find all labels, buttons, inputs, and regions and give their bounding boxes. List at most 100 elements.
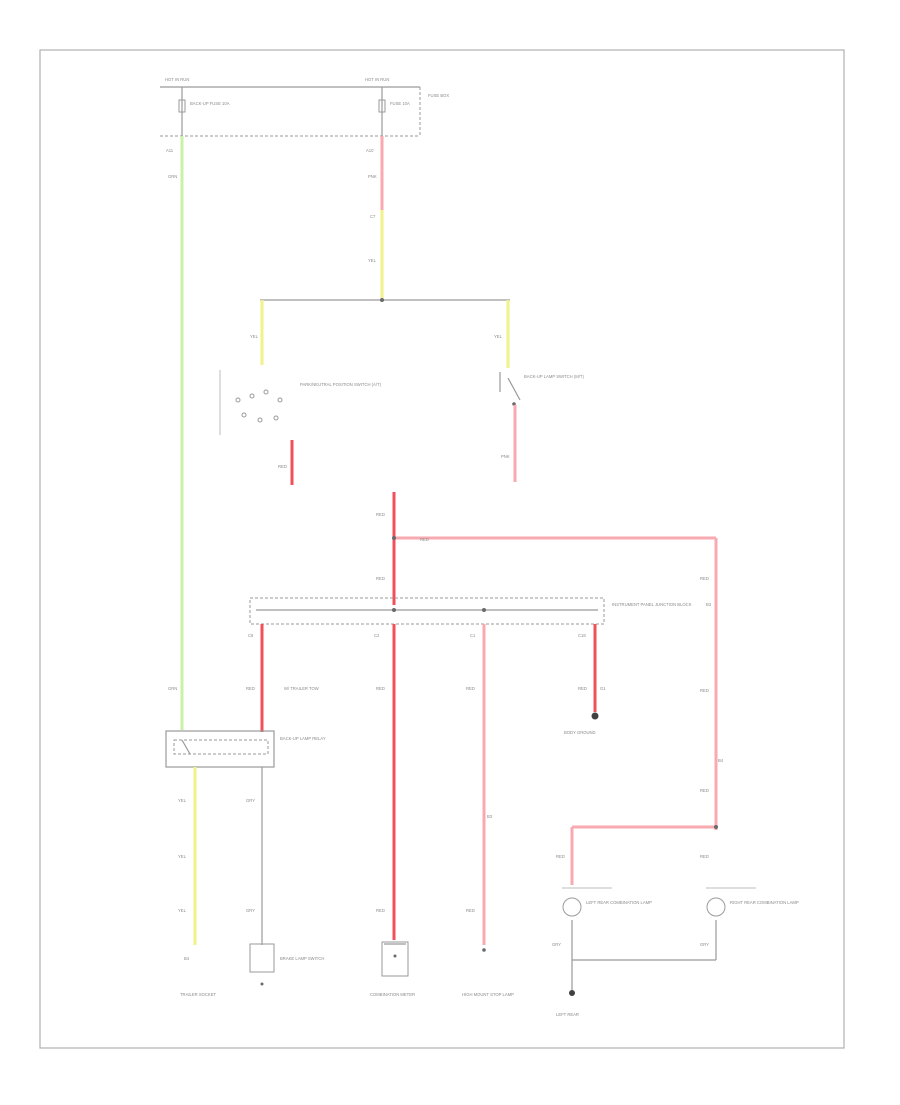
switch-contact [277,397,283,403]
switch-contact [257,417,263,423]
switch-contact [241,412,247,418]
wire-color-label: GRY [700,942,709,947]
pin-label: A10 [366,148,374,153]
hot-left-label: HOT IN RUN [165,77,189,82]
fuse-left-element [178,99,186,113]
wire-color-label: GRN [168,686,177,691]
connector-label: B4 [718,758,724,763]
combination-meter-label: COMBINATION METER [370,992,415,997]
pin-label: A11 [166,148,174,153]
wire-color-label: YEL [178,854,187,859]
wire-color-label: RED [466,908,475,913]
wire-color-label: RED [376,686,385,691]
wire-color-label: YEL [368,258,377,263]
trailer-socket-label: TRAILER SOCKET [180,992,217,997]
relay-contact [181,739,191,755]
wire-color-label: RED [578,686,587,691]
junction-block: INSTRUMENT PANEL JUNCTION BLOCK C6 C2 C1… [248,597,692,638]
connector-label: B3 [487,814,493,819]
backup-lamp-relay: BACK-UP LAMP RELAY [165,730,326,768]
high-mount-label: HIGH MOUNT STOP LAMP [462,992,514,997]
pin-label: C2 [374,633,380,638]
wire-color-label: RED [278,464,287,469]
pin-label: C1 [470,633,476,638]
fuse-block-label: FUSE BOX [428,93,449,98]
diagram-frame [39,49,845,1049]
splice-node [380,298,384,302]
connector-label: B3 [706,602,712,607]
high-mount-terminal [482,948,486,952]
combination-meter: COMBINATION METER [370,941,415,997]
brake-lamp-switch: BRAKE LAMP SWITCH [249,943,324,986]
wire-color-label: YEL [178,908,187,913]
wire-color-label: RED [700,788,709,793]
rear-ground-icon [569,990,575,996]
relay-label: BACK-UP LAMP RELAY [280,736,326,741]
junction-outline [249,597,605,625]
wire-color-label: RED [700,854,709,859]
park-neutral-switch: PARK/NEUTRAL POSITION SWITCH (A/T) [219,370,382,435]
right-lamp-bulb-icon [706,897,726,917]
wire-color-label: RED [376,576,385,581]
wire-color-label: RED [376,512,385,517]
wire-color-label: PNK [501,454,510,459]
connector-label: B4 [184,956,190,961]
right-rear-lamp: RIGHT REAR COMBINATION LAMP [706,887,799,917]
wire-color-label: RED [246,686,255,691]
wire-color-label: RED [700,688,709,693]
left-lamp-label: LEFT REAR COMBINATION LAMP [586,900,652,905]
brake-switch-terminal [260,982,264,986]
wire-color-label: RED [376,908,385,913]
junction-label: INSTRUMENT PANEL JUNCTION BLOCK [612,602,692,607]
meter-terminal [393,954,397,958]
wire-color-label: YEL [250,334,259,339]
pin-label: C6 [248,633,254,638]
junction-node [392,608,396,612]
left-rear-lamp: LEFT REAR COMBINATION LAMP [562,887,652,917]
junction-node [482,608,486,612]
connector-label: C7 [370,214,376,219]
body-ground-label: BODY GROUND [564,730,596,735]
switch-contact [263,389,269,395]
right-lamp-label: RIGHT REAR COMBINATION LAMP [730,900,799,905]
relay-outline [165,730,275,768]
fuse-right-element [378,99,386,113]
backup-lamp-switch: BACK-UP LAMP SWITCH (M/T) [499,372,584,406]
wire-color-label: RED [556,854,565,859]
wire-color-label: RED [700,576,709,581]
relay-coil [173,739,269,755]
body-ground-icon [591,712,599,720]
trailer-tow-label: W/ TRAILER TOW [284,686,319,691]
backup-switch-label: BACK-UP LAMP SWITCH (M/T) [524,374,584,379]
wire-color-label: GRN [168,174,177,179]
switch-contact [249,393,255,399]
brake-switch-label: BRAKE LAMP SWITCH [280,956,324,961]
switch-contact [273,415,279,421]
splice-node [392,536,396,540]
wire-color-label: YEL [178,798,187,803]
fuse-left-label: BACK-UP FUSE 10A [190,101,230,106]
brake-switch-body [249,943,275,973]
wire-color-label: GRY [552,942,561,947]
switch-contact [235,397,241,403]
splice-node [714,825,718,829]
wire-color-label: GRY [246,798,255,803]
wire-color-label: GRY [246,908,255,913]
hot-right-label: HOT IN RUN [365,77,389,82]
rear-ground-label: LEFT REAR [556,1012,579,1017]
switch-arm [507,377,521,401]
pin-label: C18 [578,633,586,638]
fuse-right-label: FUSE 10A [390,101,410,106]
meter-body [381,941,409,977]
shift-switch-label: PARK/NEUTRAL POSITION SWITCH (A/T) [300,382,382,387]
left-lamp-bulb-icon [562,897,582,917]
wire-color-label: YEL [494,334,503,339]
wire-color-label: RED [466,686,475,691]
switch-contact [512,402,516,406]
wire-color-label: PNK [368,174,377,179]
connector-label: G1 [600,686,606,691]
wire-color-label: RED [420,537,429,542]
fuse-block: HOT IN RUN HOT IN RUN FUSE BOX BACK-UP F… [160,77,449,153]
